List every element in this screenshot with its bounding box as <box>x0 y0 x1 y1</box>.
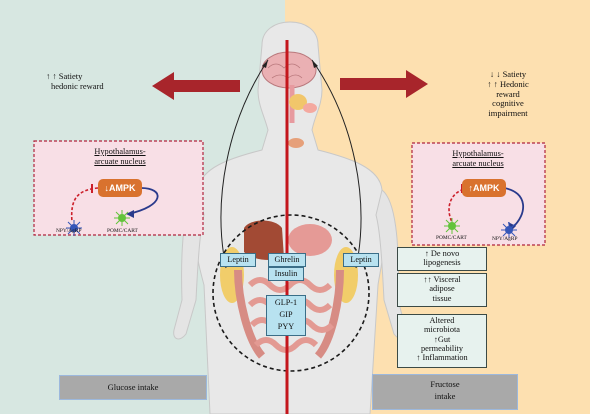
left-effect-arrow <box>152 72 240 100</box>
visceral-adipose-box: ↑↑ Visceral adipose tissue <box>397 273 487 307</box>
left-npy-label: NPY/AgRP <box>56 228 82 234</box>
left-hypothalamus-title-1: Hypothalamus- <box>94 147 146 156</box>
left-effect-arrows: ↑ ↑ <box>46 71 57 81</box>
left-pomc-label: POMC/CART <box>107 228 138 234</box>
visceral-line-2: adipose <box>429 284 455 294</box>
microbiota-line-5: ↑ Inflammation <box>416 353 468 363</box>
glucose-intake-box: Glucose intake <box>59 375 207 400</box>
right-ampk-box: ↑AMPK <box>462 179 506 197</box>
insulin-label: Insulin <box>268 267 304 281</box>
gut-brain-arrow-left <box>220 59 269 269</box>
right-pomc-neuron-icon <box>444 218 460 234</box>
right-effect-impairment: impairment <box>488 108 528 119</box>
fructose-intake-line-2: intake <box>434 391 456 401</box>
gut-hormone-pyy: PYY <box>277 322 295 331</box>
microbiota-line-1: Altered <box>429 316 455 325</box>
left-pomc-neuron-icon <box>114 210 130 226</box>
oral-cavity-icon <box>303 103 317 113</box>
right-effect-arrows-2: ↑ ↑ <box>487 78 498 89</box>
arrowhead-left <box>262 60 268 68</box>
left-hypothalamus-title: Hypothalamus- arcuate nucleus <box>70 147 170 166</box>
gut-hormones-box: GLP-1 GIP PYY <box>266 295 306 336</box>
left-effect-text: ↑ ↑ Satiety hedonic reward <box>46 71 104 92</box>
arrowhead-right <box>312 60 318 68</box>
salivary-gland-icon <box>289 94 307 110</box>
right-effect-arrow <box>340 70 428 98</box>
right-pomc-label: POMC/CART <box>436 235 467 241</box>
left-pomc-activation-line <box>127 187 159 215</box>
microbiota-line-4: permeability <box>421 343 463 353</box>
gut-hormone-glp1: GLP-1 <box>274 298 298 307</box>
left-hypothalamus-title-2: arcuate nucleus <box>94 156 146 166</box>
right-npy-activation-line <box>503 187 525 229</box>
gut-hormone-gip: GIP <box>279 310 293 319</box>
right-hypothalamus-title-2: arcuate nucleus <box>452 158 504 168</box>
right-npy-label: NPY/AgRP <box>492 236 518 242</box>
lipogenesis-box: ↑ De novo lipogenesis <box>397 247 487 271</box>
right-effect-hedonic: Hedonic <box>499 78 529 89</box>
right-effect-cognitive: cognitive <box>492 98 524 109</box>
fructose-intake-box: Fructose intake <box>372 374 518 410</box>
visceral-line-3: tissue <box>432 293 452 303</box>
visceral-line-1: ↑↑ Visceral <box>423 275 461 284</box>
right-effect-text: ↓ ↓ Satiety ↑ ↑ Hedonic reward cognitive… <box>468 69 548 119</box>
right-effect-satiety: Satiety <box>502 69 527 79</box>
right-hypothalamus-title: Hypothalamus- arcuate nucleus <box>428 149 528 168</box>
left-activation-arrowhead <box>126 210 134 218</box>
microbiota-box: Altered microbiota ↑Gut permeability ↑ I… <box>397 314 487 368</box>
leptin-right-label: Leptin <box>343 253 379 267</box>
right-npy-neuron-icon <box>501 222 517 238</box>
lipogenesis-line-2: lipogenesis <box>423 258 461 268</box>
thyroid-icon <box>288 138 304 148</box>
right-effect-reward: reward <box>496 88 520 99</box>
microbiota-line-3: ↑Gut <box>433 334 451 344</box>
left-ampk-box: ↓AMPK <box>98 179 142 197</box>
lipogenesis-line-1: ↑ De novo <box>424 249 460 258</box>
stomach-icon <box>288 224 332 256</box>
leptin-left-label: Leptin <box>220 253 256 267</box>
abdomen-dashed-circle <box>212 214 370 372</box>
left-effect-satiety: Satiety <box>58 71 83 81</box>
gut-brain-arrow-right <box>311 59 362 269</box>
left-effect-hedonic: hedonic reward <box>51 80 104 91</box>
fructose-intake-line-1: Fructose <box>430 379 460 389</box>
microbiota-line-2: microbiota <box>424 325 460 335</box>
left-npy-neuron-icon <box>66 220 82 236</box>
right-pomc-inhibition-line <box>448 187 469 223</box>
ghrelin-label: Ghrelin <box>268 253 306 267</box>
right-effect-arrows-1: ↓ ↓ <box>489 69 501 79</box>
right-hypothalamus-title-1: Hypothalamus- <box>452 149 504 158</box>
